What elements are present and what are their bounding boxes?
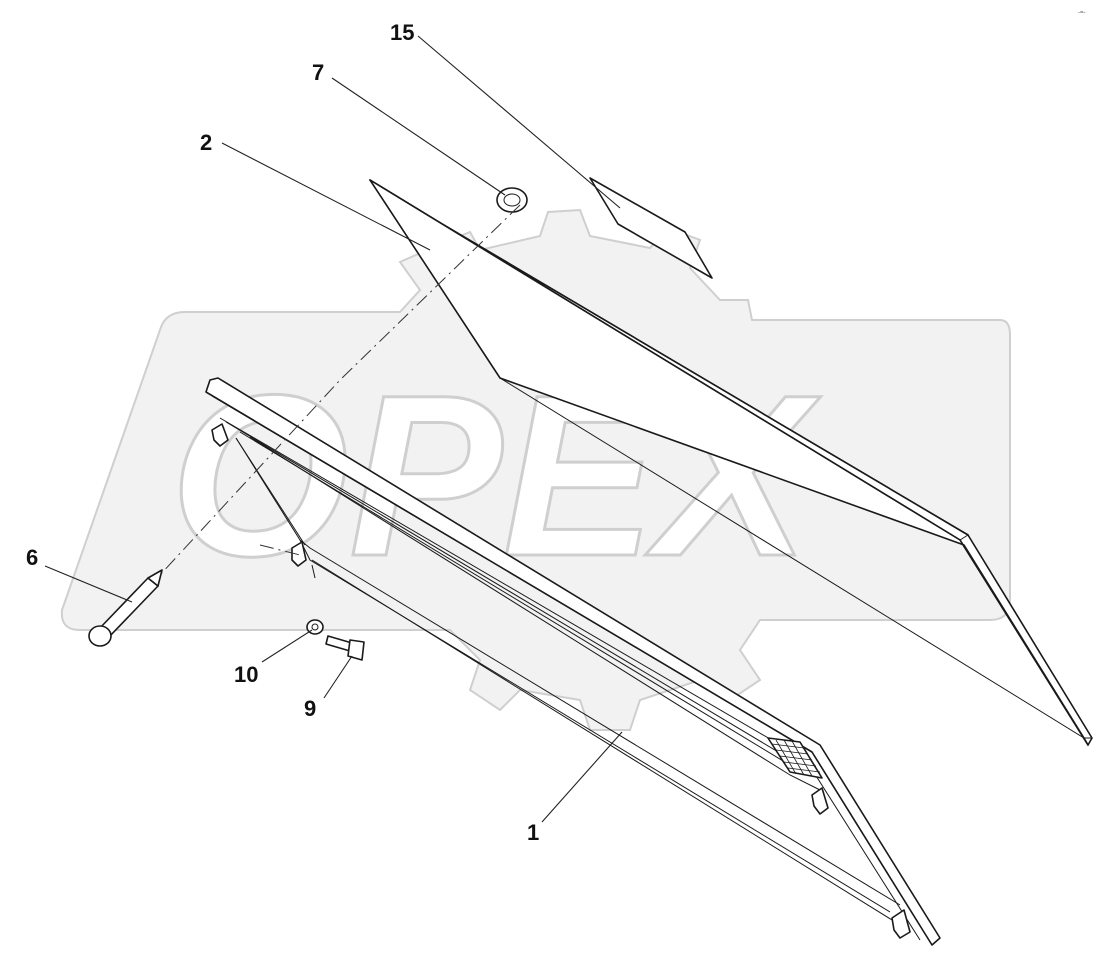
callout-2: 2 — [200, 130, 212, 155]
part-15-label — [589, 177, 713, 279]
part-6-pin — [88, 569, 163, 647]
callout-1: 1 — [527, 820, 539, 845]
assembly-axis-short — [259, 544, 301, 556]
watermark-gear — [60, 208, 1011, 731]
corner-note: -=- — [1078, 10, 1086, 16]
assembly-axis — [159, 204, 521, 576]
leader-lines — [44, 35, 623, 823]
callout-15: 15 — [390, 20, 414, 45]
callout-9: 9 — [304, 696, 316, 721]
part-9-bolt — [325, 635, 365, 661]
callout-6: 6 — [26, 545, 38, 570]
part-1-frame — [205, 377, 941, 946]
callout-10: 10 — [234, 662, 258, 687]
watermark-text: OPEX — [170, 347, 821, 604]
callout-7: 7 — [312, 60, 324, 85]
callouts: 15 7 2 6 10 9 1 — [26, 20, 539, 845]
part-7-grommet — [496, 187, 528, 213]
part-2-panel — [369, 179, 1093, 746]
